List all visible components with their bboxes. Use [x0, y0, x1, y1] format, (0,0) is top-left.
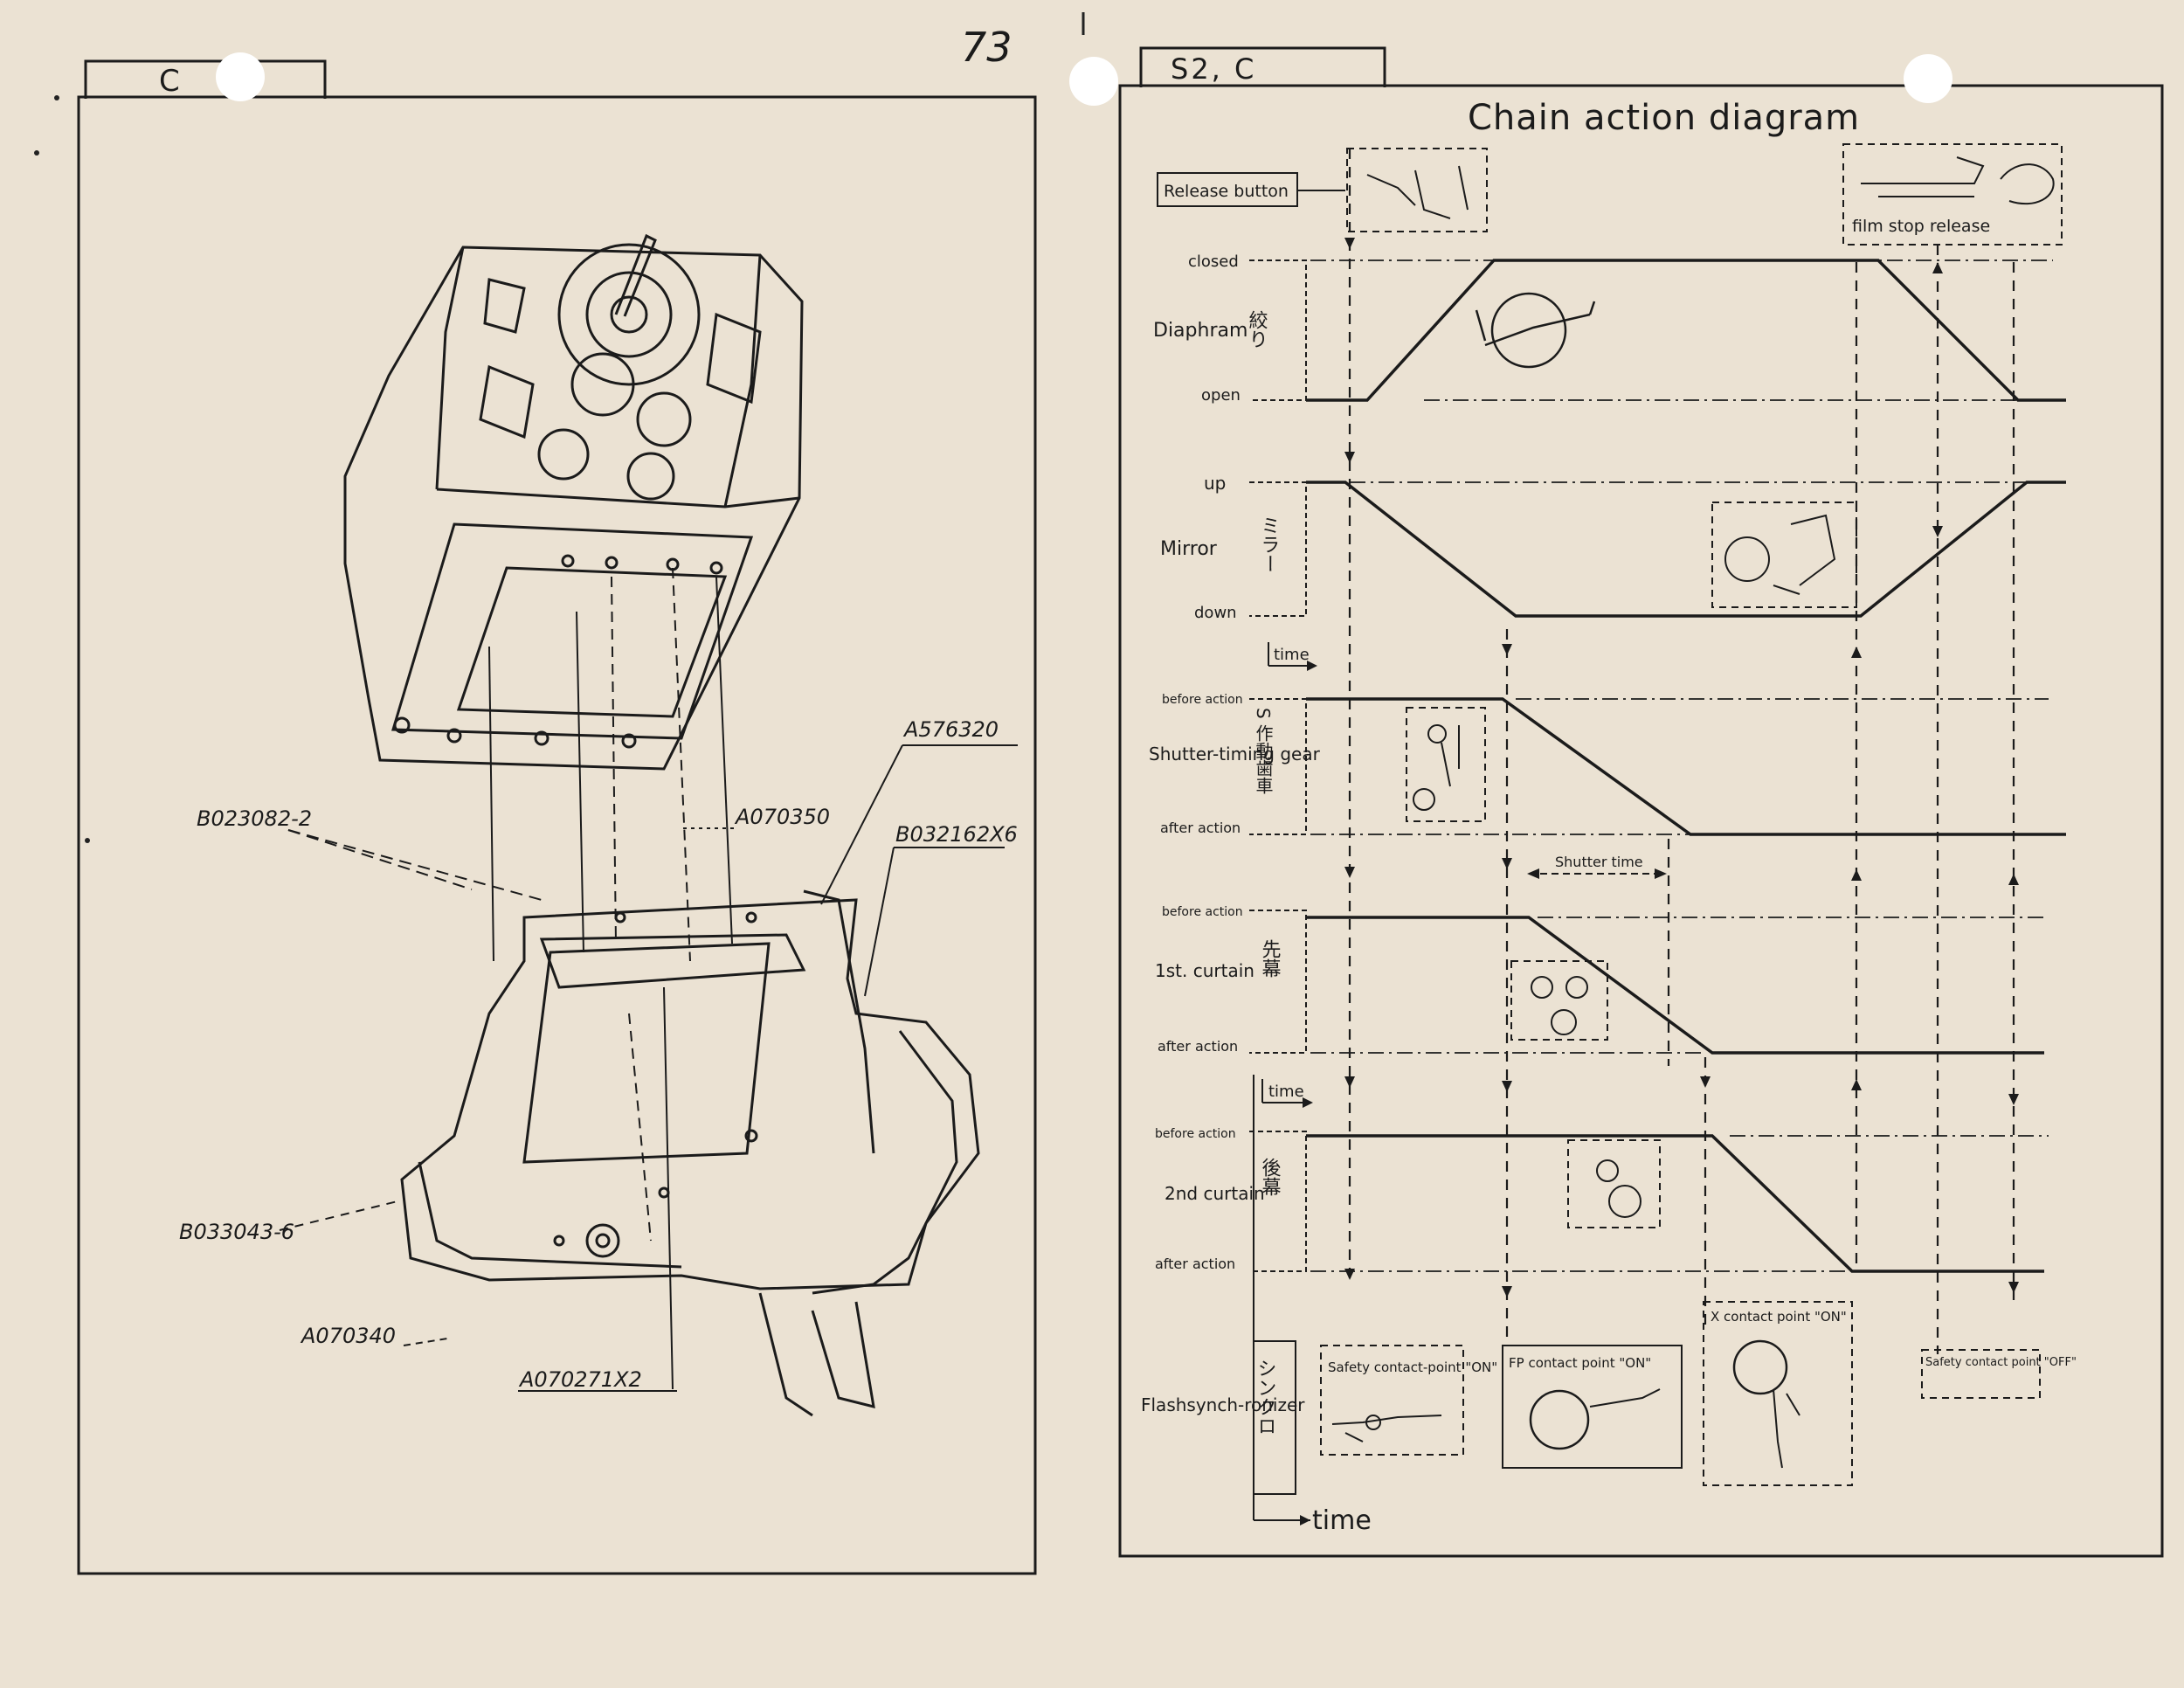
part-label-b033043: B033043-6 — [179, 1220, 294, 1244]
right-tab-label: S2, C — [1171, 52, 1256, 86]
diaphram-mechanism-sketch — [1475, 292, 1596, 369]
flash-kanji-box — [1253, 1340, 1296, 1495]
second-curtain-bottom-state: after action — [1155, 1256, 1235, 1272]
time-axis-label: time — [1312, 1505, 1372, 1536]
row-second-curtain: before action after action 2nd curtain 後… — [1155, 1127, 1307, 1272]
mirror-name: Mirror — [1160, 538, 1218, 560]
row-mirror: up down Mirror ミラー — [1160, 473, 1307, 622]
diaphram-bottom-state: open — [1201, 386, 1241, 405]
page-number: 73 — [961, 24, 1013, 71]
left-panel: C — [77, 59, 1037, 1575]
time-marker-1: time — [1274, 646, 1310, 664]
contact-safety-off: Safety contact point "OFF" — [1921, 1349, 2077, 1399]
chassis-illustration — [400, 889, 980, 1417]
second-curtain-waveform — [1306, 1134, 2044, 1273]
film-stop-release-label: film stop release — [1852, 217, 1990, 236]
part-label-a070340: A070340 — [300, 1324, 396, 1348]
mirror-mechanism-sketch — [1711, 502, 1857, 608]
diaphram-top-state: closed — [1188, 253, 1239, 271]
diagram-title: Chain action diagram — [1468, 98, 1860, 138]
mirror-waveform — [1306, 481, 2066, 618]
first-curtain-bottom-state: after action — [1158, 1038, 1238, 1055]
left-tab-label: C — [159, 64, 180, 99]
right-panel-frame — [1118, 84, 2164, 1558]
part-label-a070271: A070271X2 — [518, 1367, 642, 1392]
second-curtain-mechanism-sketch — [1567, 1139, 1661, 1228]
part-label-b032162: B032162X6 — [895, 822, 1018, 847]
first-curtain-mechanism-sketch — [1510, 960, 1608, 1041]
gear-name: Shutter-timing gear — [1149, 744, 1321, 764]
gear-bottom-state: after action — [1160, 820, 1241, 836]
row-diaphram: closed open Diaphram 絞り — [1153, 253, 1307, 405]
row-shutter-timing-gear: before action after action Shutter-timin… — [1149, 693, 1321, 836]
diaphram-name: Diaphram — [1153, 320, 1248, 342]
shutter-time-label: Shutter time — [1555, 854, 1643, 870]
time-marker-2: time — [1268, 1083, 1304, 1101]
part-label-a070350: A070350 — [734, 805, 830, 829]
row-flash-synchronizer: Flashsynch-ronizer シンクロ — [1141, 1340, 1305, 1495]
punch-hole-left — [216, 52, 265, 101]
contact-safety-on: Safety contact-point "ON" — [1320, 1345, 1497, 1456]
first-curtain-kanji: 先幕 — [1259, 939, 1282, 978]
part-label-b023082: B023082-2 — [197, 806, 312, 831]
release-mechanism-sketch — [1346, 148, 1488, 232]
left-panel-frame — [77, 95, 1037, 1575]
contact-safety-off-label: Safety contact point "OFF" — [1925, 1356, 2077, 1369]
right-panel: S2, C Chain action diagram Release butto… — [1118, 46, 2164, 1558]
second-curtain-top-state: before action — [1155, 1127, 1236, 1141]
release-button-label: Release button — [1164, 182, 1289, 201]
second-curtain-kanji: 後幕 — [1259, 1158, 1282, 1196]
gear-top-state: before action — [1162, 693, 1243, 707]
film-stop-release-box — [1842, 143, 2063, 246]
contact-x-on: X contact point "ON" — [1703, 1301, 1853, 1486]
first-curtain-top-state: before action — [1162, 905, 1243, 919]
punch-hole-center — [1069, 57, 1118, 106]
mirror-bottom-state: down — [1194, 604, 1237, 622]
mirror-kanji: ミラー — [1258, 515, 1280, 573]
camera-body-illustration — [343, 233, 804, 771]
flash-kanji: シンクロ — [1254, 1359, 1276, 1435]
part-callouts: A576320 A070350 B023082-2 B032162X6 B033… — [179, 717, 1018, 1392]
flash-name: Flashsynch-ronizer — [1141, 1394, 1305, 1415]
diaphram-waveform — [1306, 259, 2066, 402]
contact-fp-on: FP contact point "ON" — [1502, 1345, 1683, 1469]
first-curtain-waveform — [1306, 916, 2044, 1055]
part-label-a576320: A576320 — [902, 717, 999, 742]
contact-safety-on-label: Safety contact-point "ON" — [1328, 1359, 1497, 1375]
first-curtain-name: 1st. curtain — [1155, 960, 1254, 981]
mirror-top-state: up — [1204, 473, 1226, 494]
contact-fp-on-label: FP contact point "ON" — [1509, 1355, 1651, 1371]
gear-kanji: S 作動歯車 — [1253, 708, 1274, 794]
gear-waveform — [1306, 697, 2066, 836]
second-curtain-name: 2nd curtain — [1165, 1183, 1265, 1204]
contact-x-on-label: X contact point "ON" — [1711, 1309, 1847, 1325]
diaphram-kanji: 絞り — [1246, 310, 1268, 349]
row-first-curtain: before action after action 1st. curtain … — [1155, 905, 1307, 1055]
punch-hole-right — [1904, 54, 1952, 103]
gear-mechanism-sketch — [1406, 707, 1486, 822]
timing-waveforms — [1306, 259, 2066, 1273]
